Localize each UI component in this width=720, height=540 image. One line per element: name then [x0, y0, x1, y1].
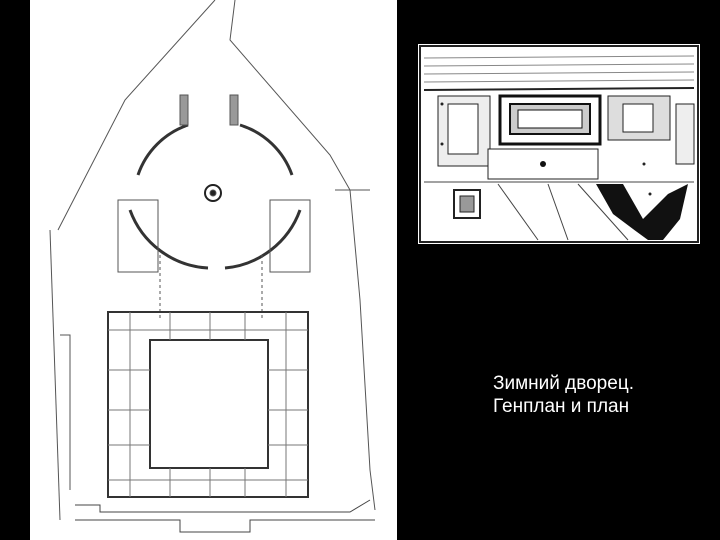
caption-line-1: Зимний дворец. [493, 373, 634, 394]
caption-line-2: Генплан и план [493, 396, 630, 417]
floor-plan-figure [30, 0, 397, 540]
floor-plan-drawing [49, 0, 376, 533]
site-plan-figure [418, 44, 700, 244]
site-plan-drawing [419, 45, 699, 243]
slide-caption: Зимний дворец. Генплан и план [493, 372, 634, 418]
